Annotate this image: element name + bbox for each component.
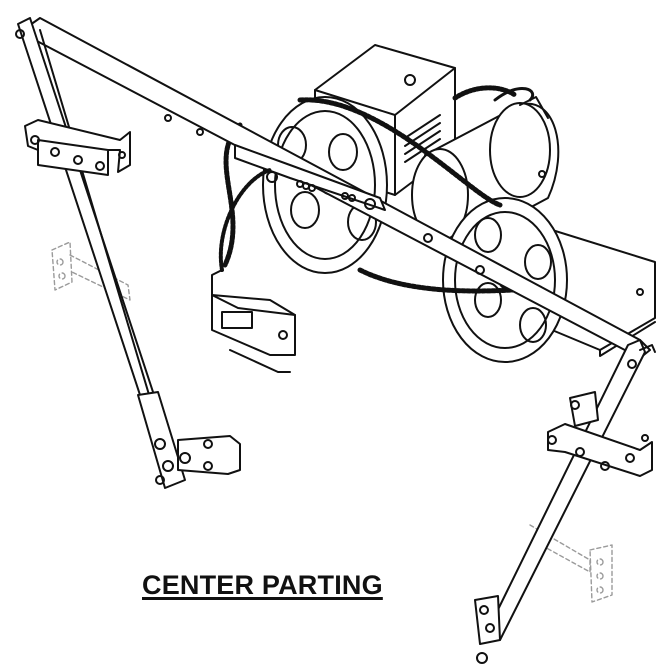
left-upper-bracket <box>25 120 130 175</box>
right-door-arm <box>475 340 655 663</box>
motor-base-plate <box>520 220 655 356</box>
ghost-right-bracket <box>530 525 612 602</box>
caption-title: CENTER PARTING <box>142 570 383 600</box>
left-lower-bracket <box>178 436 240 474</box>
interlock-switch-box <box>212 270 295 372</box>
right-upper-bracket <box>548 392 652 476</box>
switch-cable <box>221 170 270 270</box>
